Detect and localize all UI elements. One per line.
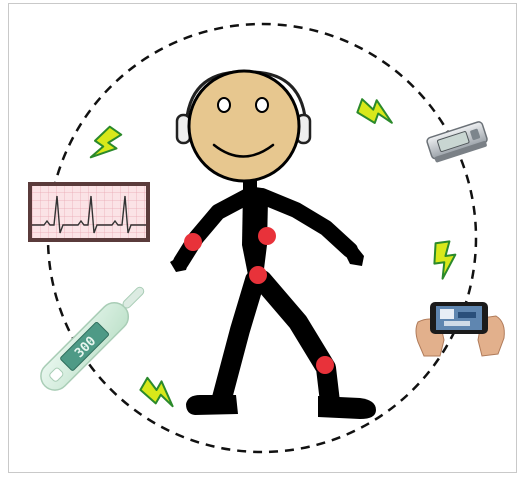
ecg-monitor	[28, 182, 150, 242]
signal-bolt-top-right	[356, 95, 397, 128]
digital-thermometer: 300	[35, 279, 152, 396]
left-hand	[170, 256, 190, 272]
head	[189, 71, 299, 181]
left-leg	[222, 280, 255, 398]
signal-bolt-bottom-left	[138, 374, 180, 411]
smartphone	[416, 302, 504, 356]
sensor-node-waist	[249, 266, 267, 284]
left-arm	[181, 195, 250, 262]
signal-bolt-top-left	[86, 124, 125, 166]
right-eye	[256, 98, 268, 112]
wearable-device	[426, 121, 489, 164]
left-eye	[218, 98, 230, 112]
right-leg	[262, 280, 330, 402]
right-arm	[262, 196, 350, 250]
sensor-node-arm	[184, 233, 202, 251]
signal-bolt-right	[432, 241, 459, 280]
left-foot	[186, 395, 238, 415]
sensor-node-knee	[316, 356, 334, 374]
right-foot	[318, 396, 376, 419]
sensor-node-chest	[258, 227, 276, 245]
